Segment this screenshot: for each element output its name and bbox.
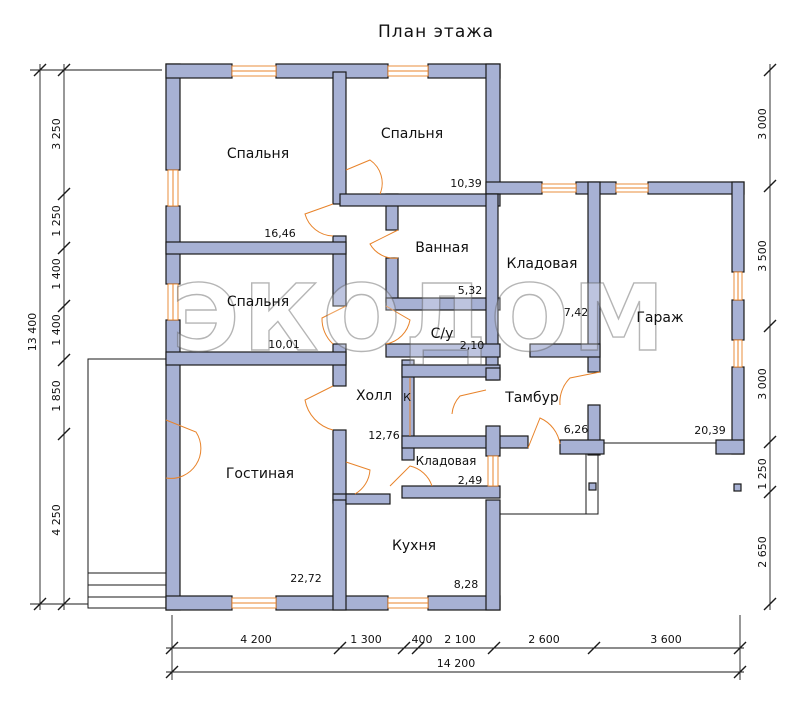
room-name: Кладовая <box>507 256 578 272</box>
terrace <box>87 358 166 609</box>
plan-title: План этажа <box>378 22 494 42</box>
room-name: Спальня <box>227 146 289 162</box>
dimension-bottom: 4 200 1 300 400 2 100 2 600 3 600 14 200 <box>165 615 747 680</box>
entrance-platform <box>496 442 742 515</box>
room-name: Холл <box>356 388 392 404</box>
dim-label: 4 250 <box>50 504 63 536</box>
room-area: 10,01 <box>268 338 300 351</box>
dim-label: 3 000 <box>756 368 769 400</box>
dim-label: 1 400 <box>50 258 63 290</box>
dim-label: 1 250 <box>756 458 769 490</box>
dim-label: 2 600 <box>528 633 560 646</box>
hall-mark: К <box>403 391 411 404</box>
room-area: 7,42 <box>564 306 589 319</box>
dimension-right: 3 000 3 500 3 000 1 250 2 650 <box>756 63 777 611</box>
dim-label: 2 100 <box>444 633 476 646</box>
room-name: С/у <box>431 326 454 342</box>
room-area: 12,76 <box>368 429 400 442</box>
watermark: ЭКОДОМ <box>172 265 669 372</box>
walls <box>165 63 745 611</box>
dim-label: 1 400 <box>50 314 63 346</box>
room-name: Спальня <box>381 126 443 142</box>
dim-label: 4 200 <box>240 633 272 646</box>
dim-total: 14 200 <box>437 657 476 670</box>
room-name: Кухня <box>392 538 436 554</box>
room-area: 2,10 <box>460 339 485 352</box>
dim-label: 2 650 <box>756 536 769 568</box>
windows <box>167 65 743 609</box>
dim-label: 400 <box>412 633 433 646</box>
room-name: Гостиная <box>226 466 294 482</box>
room-area: 10,39 <box>450 177 482 190</box>
room-labels: Спальня 16,46 Спальня 10,39 Ванная 5,32 … <box>226 126 726 591</box>
room-name: Спальня <box>227 294 289 310</box>
door-swings <box>165 159 601 495</box>
room-name: Кладовая <box>416 454 477 468</box>
room-area: 16,46 <box>264 227 296 240</box>
room-area: 20,39 <box>694 424 726 437</box>
dim-label: 3 250 <box>50 118 63 150</box>
dim-label: 1 250 <box>50 205 63 237</box>
dim-label: 3 600 <box>650 633 682 646</box>
dim-label: 1 300 <box>350 633 382 646</box>
room-area: 2,49 <box>458 474 483 487</box>
room-area: 5,32 <box>458 284 483 297</box>
room-area: 8,28 <box>454 578 479 591</box>
dim-label: 3 500 <box>756 240 769 272</box>
room-name: Тамбур <box>504 390 559 406</box>
room-name: Гараж <box>636 310 684 326</box>
dim-total: 13 400 <box>26 313 39 352</box>
room-area: 22,72 <box>290 572 322 585</box>
room-name: Ванная <box>415 240 469 256</box>
dim-label: 3 000 <box>756 108 769 140</box>
room-area: 6,26 <box>564 423 589 436</box>
dimension-left: 3 250 1 250 1 400 1 400 1 850 4 250 13 4… <box>26 63 162 611</box>
dim-label: 1 850 <box>50 380 63 412</box>
